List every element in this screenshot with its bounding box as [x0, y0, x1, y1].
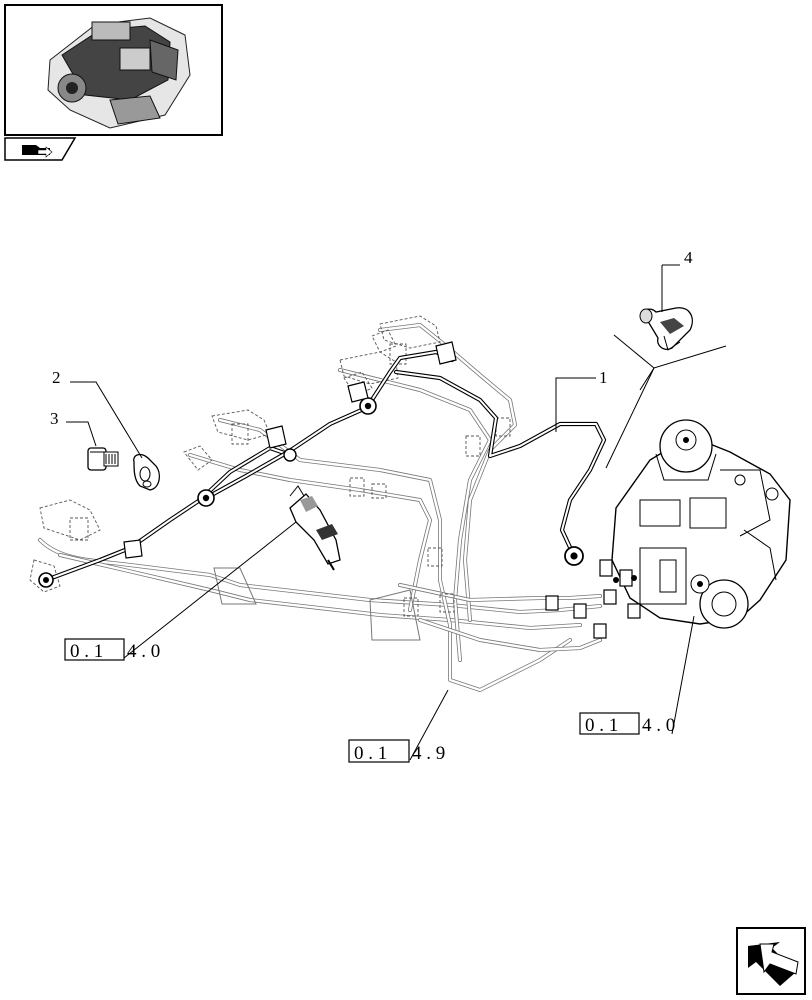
- ref-a-boxed[interactable]: 0 . 1: [70, 641, 103, 662]
- ref-c-leader: [671, 615, 695, 735]
- engine-thumbnail-icon: [47, 17, 191, 129]
- callout-1-label: 1: [599, 368, 608, 387]
- ref-b-rest[interactable]: 4 . 9: [412, 743, 445, 764]
- injection-pump[interactable]: [545, 419, 791, 639]
- nav-tab[interactable]: [4, 137, 77, 161]
- ref-a-leader: [123, 521, 297, 659]
- pipe-fittings: [38, 341, 584, 588]
- ref-b-boxed[interactable]: 0 . 1: [354, 743, 387, 764]
- part-3-banjo-bolt[interactable]: [87, 447, 119, 471]
- ref-b-leader: [409, 689, 449, 761]
- injector-nozzle[interactable]: [289, 485, 341, 571]
- folder-arrow-icon: [22, 145, 53, 158]
- ref-a-rest[interactable]: 4 . 0: [127, 641, 160, 662]
- next-page-arrow-icon: [748, 942, 799, 986]
- next-page-button[interactable]: [736, 927, 806, 995]
- part-4-banjo-fitting[interactable]: [639, 307, 693, 351]
- part-2-seal-washer[interactable]: [133, 453, 161, 491]
- callout-3-leader: [66, 421, 97, 447]
- ref-c-rest[interactable]: 4 . 0: [642, 715, 675, 736]
- callout-4-label: 4: [684, 248, 693, 267]
- ref-c-boxed[interactable]: 0 . 1: [585, 715, 618, 736]
- callout-2-label: 2: [52, 368, 61, 387]
- callout-2-leader: [70, 381, 143, 459]
- engine-thumbnail[interactable]: [4, 4, 223, 136]
- callout-3-label: 3: [50, 409, 59, 428]
- callout-1-leader: [555, 377, 596, 432]
